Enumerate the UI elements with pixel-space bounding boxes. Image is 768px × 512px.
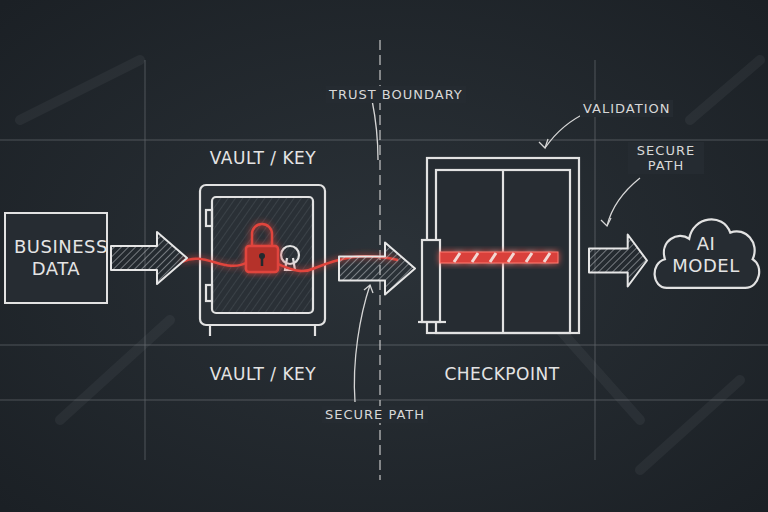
cloud-node: AI MODEL [650, 204, 762, 296]
data-box: BUSINESS DATA [4, 212, 108, 304]
annotation-label: TRUST BOUNDARY [326, 86, 466, 103]
checkpoint-node: CHECKPOINT [418, 158, 586, 384]
node-label: CHECKPOINT [444, 364, 559, 384]
annotation-label: SECURE PATH [628, 142, 704, 174]
annotation-label: VALIDATION [580, 100, 673, 117]
node-label: VAULT / KEY [210, 148, 316, 168]
flow-arrow [111, 232, 187, 284]
cloud-shape [655, 219, 760, 287]
node-label: BUSINESS DATA [14, 236, 98, 279]
node-label: AI MODEL [671, 233, 741, 276]
flow-arrow [339, 243, 415, 295]
flow-arrow [589, 235, 647, 287]
vault-node: VAULT / KEY VAULT / KEY [190, 148, 336, 384]
annotation-label: SECURE PATH [322, 406, 428, 423]
node-label: VAULT / KEY [210, 364, 316, 384]
